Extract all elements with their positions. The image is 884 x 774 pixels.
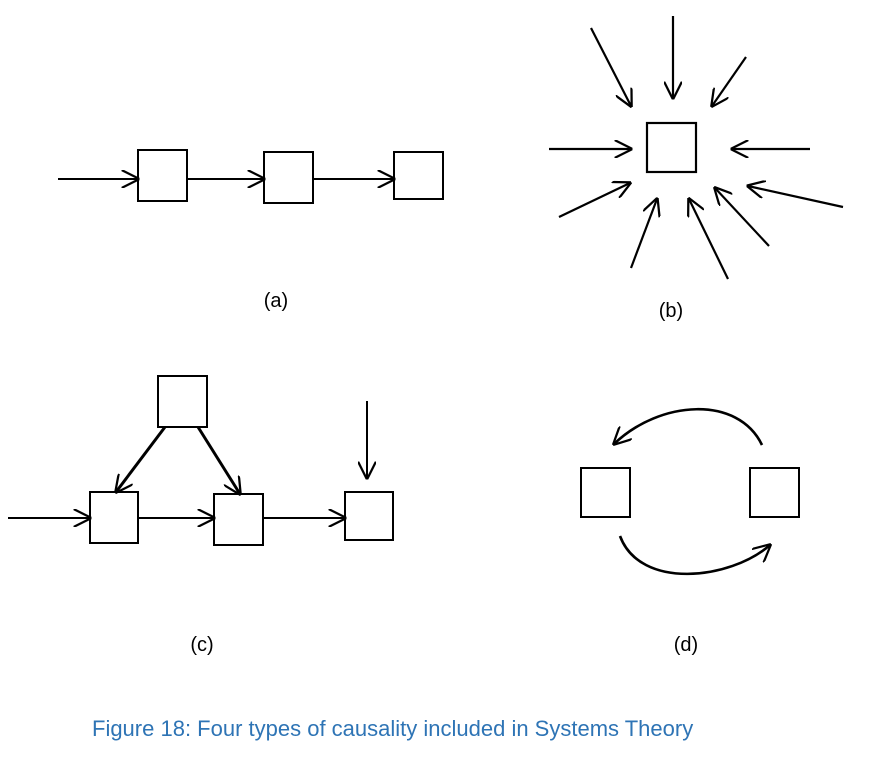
arrow-b-9 [715, 188, 770, 247]
panel-d [580, 408, 800, 576]
node-a-1 [137, 149, 188, 202]
panel-c [8, 375, 394, 546]
arrow-b-8 [689, 199, 729, 280]
arrow-c-top-mid [196, 426, 240, 494]
node-b-center [645, 121, 698, 174]
arrow-c-top-left [116, 426, 167, 492]
panel-label-b: (b) [658, 300, 684, 322]
panel-label-a: (a) [263, 290, 289, 312]
arrow-b-3 [712, 56, 747, 106]
node-c-mid [213, 493, 264, 546]
panel-a [58, 149, 444, 204]
figure-caption: Figure 18: Four types of causality inclu… [92, 716, 694, 741]
arrow-d-top [614, 408, 764, 445]
node-a-2 [263, 151, 314, 204]
node-c-top [157, 375, 208, 428]
arrow-b-10 [748, 186, 844, 209]
panel-b [549, 16, 844, 280]
node-c-right [344, 491, 394, 541]
arrow-b-1 [590, 27, 631, 106]
panel-label-d: (d) [673, 634, 699, 656]
arrow-d-bottom [618, 535, 770, 576]
arrow-b-7 [629, 199, 657, 269]
node-c-left [89, 491, 139, 544]
arrow-b-6 [558, 183, 630, 218]
node-a-3 [393, 151, 444, 200]
node-d-right [749, 467, 800, 518]
panel-label-c: (c) [190, 634, 214, 656]
node-d-left [580, 467, 631, 518]
